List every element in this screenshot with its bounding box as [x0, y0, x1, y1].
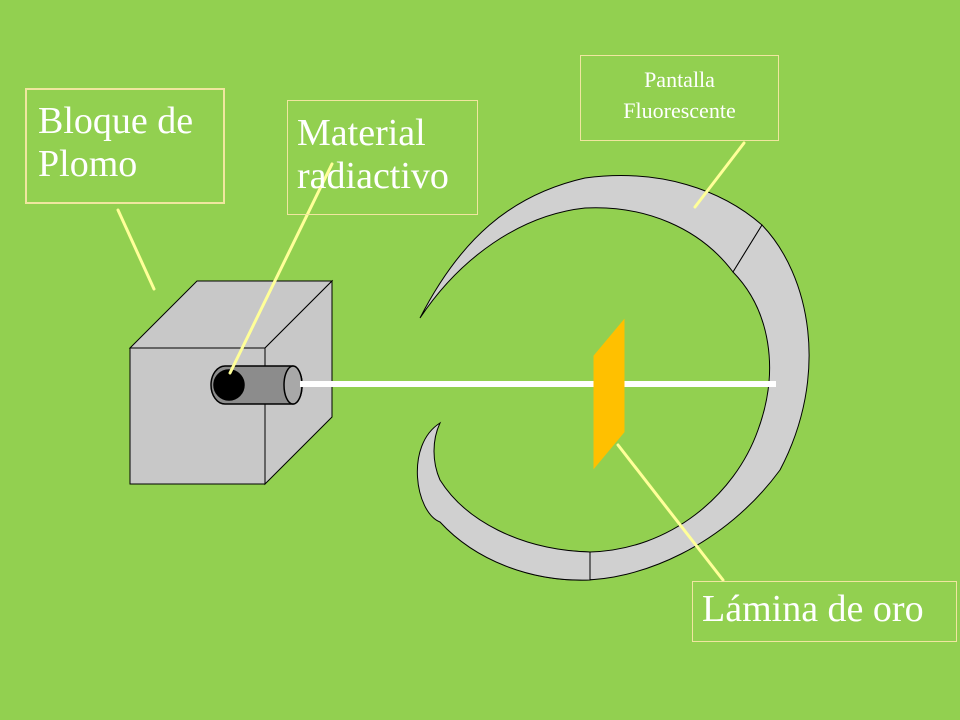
label-lamina-de-oro: Lámina de oro [692, 581, 957, 642]
arrow-bloque [116, 208, 156, 291]
lead-block [128, 279, 334, 486]
label-pantalla-fluorescente: Pantalla Fluorescente [580, 55, 779, 141]
label-bloque-de-plomo: Bloque de Plomo [25, 88, 225, 204]
label-bloque-line-2: Plomo [38, 142, 138, 185]
arrow-lamina [616, 443, 725, 582]
radioactive-source [210, 365, 303, 405]
screen-lower-arc [417, 421, 591, 581]
label-material-line-2: radiactivo [297, 154, 449, 197]
radioactive-material-dot [213, 369, 245, 401]
label-pantalla-line-2: Fluorescente [623, 97, 736, 123]
label-material-radiactivo: Material radiactivo [287, 100, 478, 215]
label-pantalla-line-1: Pantalla [644, 67, 715, 92]
beam-to-foil [300, 381, 596, 387]
beam-after-foil [616, 381, 776, 387]
fluorescent-screen [417, 175, 810, 581]
label-bloque-line-1: Bloque de [38, 100, 194, 142]
label-arrows [116, 141, 746, 582]
gold-foil [593, 318, 625, 470]
label-lamina-line-1: Lámina de oro [702, 588, 924, 630]
arrow-material [228, 162, 334, 375]
source-tube-end [283, 365, 303, 405]
label-material-line-1: Material [297, 112, 426, 154]
arrow-pantalla [693, 141, 746, 209]
